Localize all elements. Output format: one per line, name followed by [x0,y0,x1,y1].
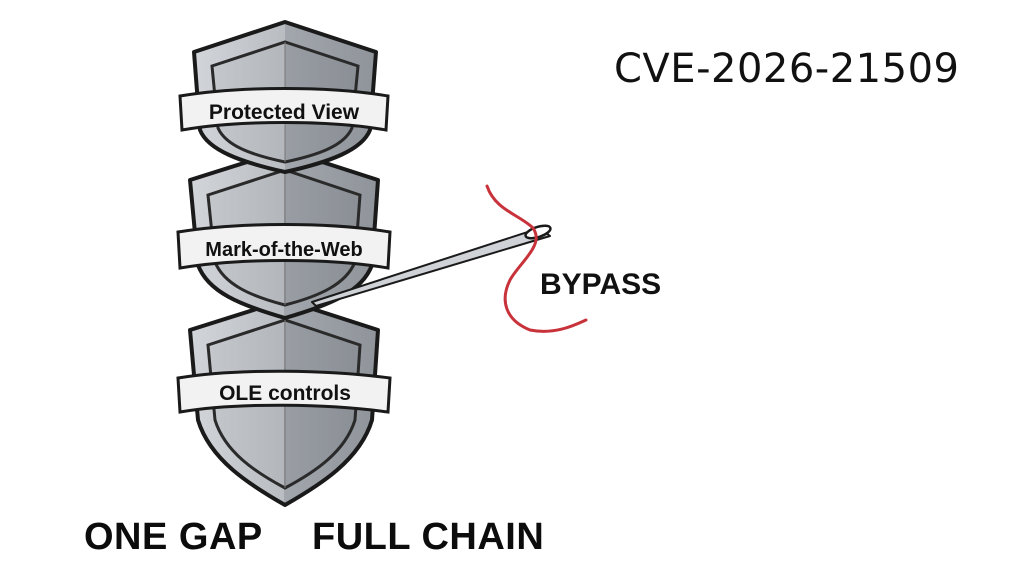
caption-full-chain: FULL CHAIN [312,516,545,558]
bypass-label: BYPASS [540,268,662,301]
shield-mark-of-the-web: Mark-of-the-Web [176,148,392,320]
caption-one-gap: ONE GAP [84,516,263,558]
needle-icon [311,224,552,307]
banner-ole-controls: OLE controls [219,382,351,405]
thread-icon [485,184,588,333]
cve-title: CVE-2026-21509 [614,46,960,92]
banner-protected-view: Protected View [209,101,360,124]
banner-mark-of-the-web: Mark-of-the-Web [205,239,362,261]
shield-ole-controls: OLE controls [176,298,392,507]
shield-protected-view: Protected View [178,20,390,174]
